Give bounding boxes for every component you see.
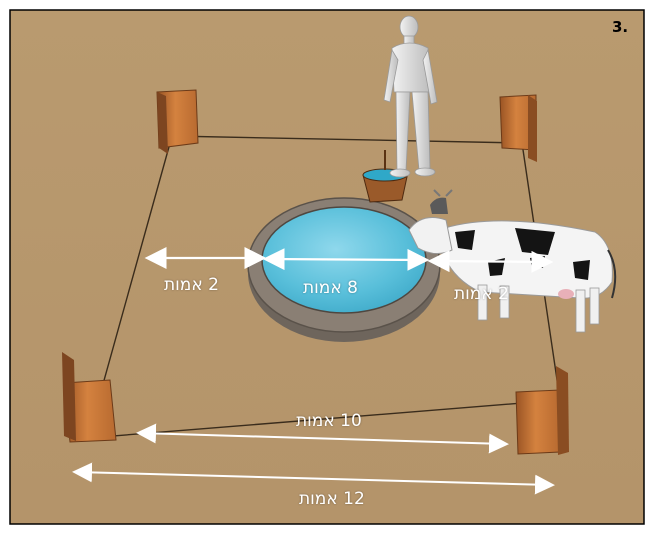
figure-number: 3. bbox=[612, 18, 628, 36]
arrow-pool-width bbox=[267, 259, 425, 260]
label-inner-span: 10 אמות bbox=[296, 411, 362, 431]
label-pool-width: 8 אמות bbox=[303, 278, 358, 298]
label-outer-span: 12 אמות bbox=[299, 489, 365, 509]
arrow-gap-right bbox=[432, 261, 549, 262]
label-gap-left: 2 אמות bbox=[164, 275, 219, 295]
label-gap-right: 2 אמות bbox=[454, 284, 509, 304]
water-pool bbox=[248, 198, 440, 342]
